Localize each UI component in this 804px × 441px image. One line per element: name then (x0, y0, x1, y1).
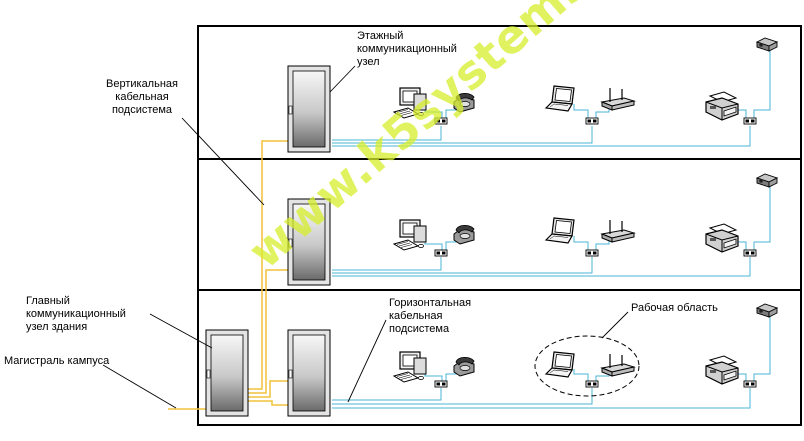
outlet-icon (434, 380, 448, 388)
floor-node-label-line: коммуникационный (357, 43, 457, 55)
work-area-ellipse (534, 335, 640, 397)
vertical-subsystem-label-line: Вертикальная (106, 78, 178, 90)
main-building-rack (205, 329, 249, 417)
main-node-label-line: узел здания (26, 321, 88, 333)
outlet-icon (743, 117, 757, 125)
work-area-label: Рабочая область (631, 302, 718, 315)
outlet-icon (743, 249, 757, 257)
floor-node-label: Этажный коммуникационный узел (357, 30, 457, 69)
floor-node-label-line: узел (357, 56, 380, 68)
main-node-label: Главный коммуникационный узел здания (26, 295, 126, 334)
outlet-icon (434, 249, 448, 257)
floor-node-label-line: Этажный (357, 30, 404, 42)
vertical-subsystem-label-line: подсистема (111, 104, 173, 116)
outlet-icon (743, 380, 757, 388)
campus-backbone-label-line: Магистраль кампуса (4, 355, 110, 367)
outlet-icon (585, 117, 599, 125)
floor-1-rack (287, 329, 331, 417)
leader-lines (102, 65, 629, 409)
phone-icon (453, 356, 475, 377)
outlet-icon (585, 249, 599, 257)
horizontal-subsystem-label-line: подсистема (389, 323, 450, 335)
outlet-icon (585, 380, 599, 388)
vertical-subsystem-label: Вертикальная кабельная подсистема (100, 78, 184, 117)
work-area-label-line: Рабочая область (631, 302, 718, 314)
campus-backbone-label: Магистраль кампуса (4, 355, 109, 368)
main-node-label-line: Главный (26, 295, 70, 307)
horizontal-subsystem-label: Горизонтальная кабельная подсистема (389, 297, 471, 336)
floor-3-rack (287, 65, 331, 153)
vertical-subsystem-label-line: кабельная (115, 91, 169, 103)
phone-icon (453, 224, 475, 245)
main-node-label-line: коммуникационный (26, 308, 126, 320)
horizontal-subsystem-label-line: Горизонтальная (389, 297, 472, 309)
horizontal-subsystem-label-line: кабельная (389, 310, 443, 322)
